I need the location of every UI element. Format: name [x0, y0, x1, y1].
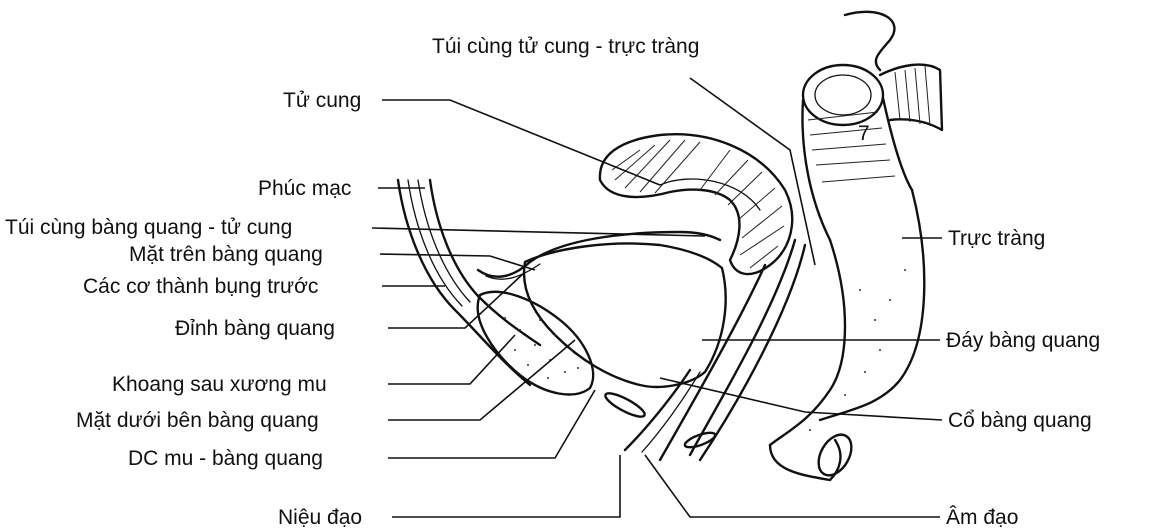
label-truc-trang: Trực tràng — [948, 227, 1045, 250]
leader-tu-cung — [382, 100, 660, 185]
leader-lines — [372, 78, 942, 517]
leader-dc-mu — [388, 390, 595, 458]
leader-khoang — [388, 335, 515, 384]
peritoneum-drawing — [478, 232, 720, 279]
label-dc-mu-bang-quang: DC mu - bàng quang — [128, 447, 323, 470]
leader-mat-duoi — [388, 340, 575, 420]
label-mat-tren-bang-quang: Mặt trên bàng quang — [129, 243, 323, 266]
label-co-bang-quang: Cổ bàng quang — [948, 409, 1092, 432]
label-phuc-mac: Phúc mạc — [258, 177, 351, 200]
label-tui-cung-bang-quang-tu-cung: Túi cùng bàng quang - tử cung — [5, 216, 292, 239]
labels: Túi cùng tử cung - trực tràng Tử cung Ph… — [5, 35, 1100, 529]
label-dinh-bang-quang: Đỉnh bàng quang — [175, 317, 335, 340]
abdominal-wall-drawing — [398, 180, 540, 385]
vagina-drawing — [660, 240, 805, 460]
label-am-dao: Âm đạo — [946, 506, 1018, 529]
label-mat-duoi-ben-bang-quang: Mặt dưới bên bàng quang — [76, 409, 319, 432]
label-khoang-sau-xuong-mu: Khoang sau xương mu — [112, 373, 327, 396]
rectum-drawing — [770, 12, 942, 481]
label-day-bang-quang: Đáy bàng quang — [946, 329, 1100, 352]
anatomy-drawing: 7 — [398, 12, 942, 481]
label-nieu-dao: Niệu đạo — [278, 506, 362, 529]
leader-tui-cung-tu-cung-truc-trang — [690, 78, 815, 265]
label-cac-co-thanh-bung-truoc: Các cơ thành bụng trước — [83, 275, 318, 298]
marker-7: 7 — [858, 122, 870, 145]
leader-am-dao — [645, 455, 940, 517]
leader-nieu-dao — [392, 455, 620, 517]
label-tu-cung: Tử cung — [283, 89, 361, 112]
label-tui-cung-tu-cung-truc-trang: Túi cùng tử cung - trực tràng — [432, 35, 699, 58]
